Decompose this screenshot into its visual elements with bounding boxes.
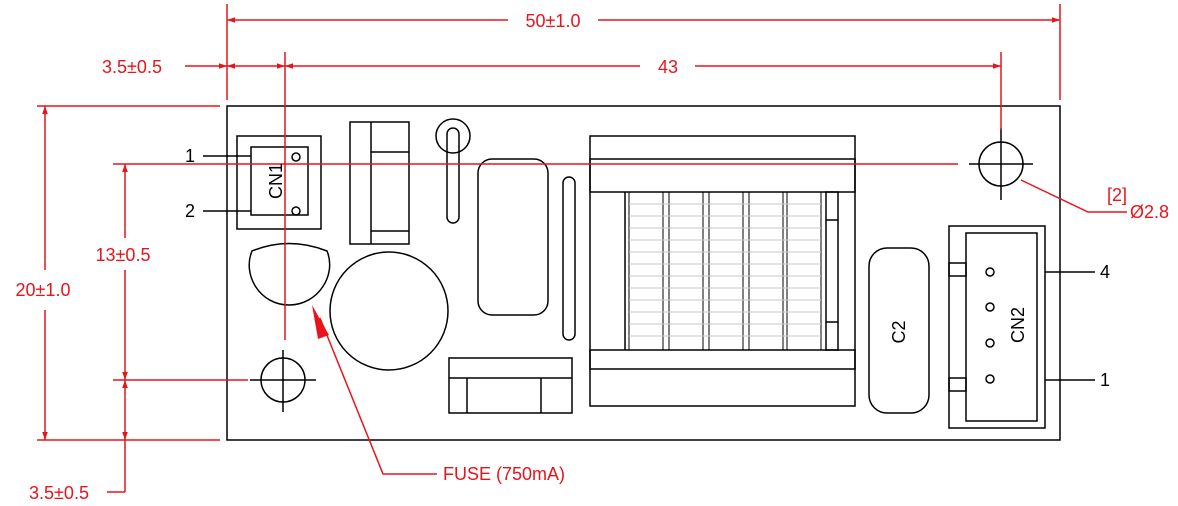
cn1-pin1-label: 1	[185, 146, 195, 166]
small-component	[435, 118, 471, 224]
dim-overall-height: 20±1.0	[16, 280, 71, 300]
transformer-windings	[628, 191, 822, 351]
c2-label: C2	[889, 320, 909, 343]
cn1-pin2-label: 2	[185, 201, 195, 221]
dim-overall-width: 50±1.0	[526, 11, 581, 31]
fuse-label: FUSE (750mA)	[443, 464, 565, 484]
pcb-outline	[226, 105, 1061, 441]
cn2-pin4-label: 4	[1100, 262, 1110, 282]
dim-bottom-offset: 3.5±0.5	[29, 483, 89, 503]
winding-hatching	[629, 203, 821, 337]
dim-hole-vertical: 13±0.5	[96, 245, 151, 265]
hole-diameter-label: Ø2.8	[1130, 202, 1169, 222]
fuse-body	[248, 242, 331, 306]
large-capacitor	[329, 251, 449, 371]
bottom-block	[448, 357, 573, 414]
cn1-label: CN1	[266, 163, 286, 199]
cn1-connector	[236, 135, 322, 230]
hole-count-label: [2]	[1107, 185, 1127, 205]
cn2-connector	[948, 225, 1046, 429]
resistor-lead	[562, 176, 576, 341]
c2-capacitor	[868, 247, 930, 414]
fuse-leader-arrowhead	[312, 305, 329, 339]
cn2-label: CN2	[1008, 307, 1028, 343]
dim-hole-spacing: 43	[658, 57, 678, 77]
rounded-component	[477, 158, 549, 316]
component-block	[349, 121, 410, 245]
dim-left-offset: 3.5±0.5	[102, 57, 162, 77]
cn2-pin1-label: 1	[1100, 370, 1110, 390]
transformer	[589, 135, 856, 407]
